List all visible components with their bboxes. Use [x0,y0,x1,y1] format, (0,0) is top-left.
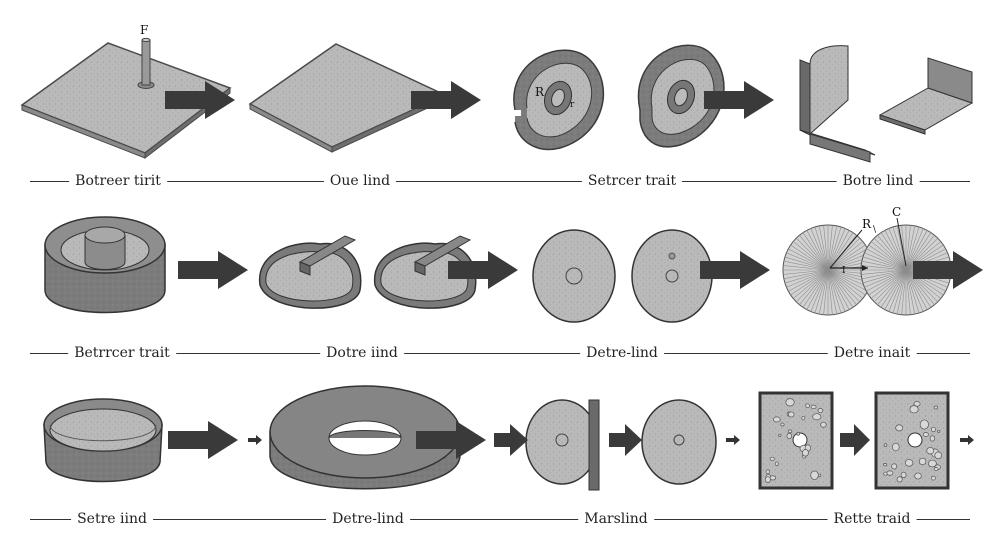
disk-against-plate [525,399,600,491]
caption-r3-2: Detre-lind [326,511,410,527]
disk-2 [631,229,713,323]
angle-plate [878,57,974,135]
oval-tray-2 [374,235,477,309]
right-arrow-icon [411,81,481,119]
porous-block-1 [758,391,834,490]
caption-r3-3: Marslind [578,511,654,527]
right-arrow-icon [448,251,518,289]
small-arrow-icon [960,435,974,445]
right-arrow-icon [840,424,870,456]
right-arrow-icon [168,421,238,459]
disk-1 [532,229,616,323]
caption-r2-2: Dotre iind [320,345,404,361]
caption-r1-4: Botre lind [836,173,920,189]
caption-r1-1: Botreer tirit [69,173,167,189]
thick-washer [269,385,461,490]
caption-r3-4: Rette traid [827,511,917,527]
caption-r2-4: Detre inait [827,345,917,361]
caption-line [30,519,970,520]
center-label: C [892,205,901,219]
right-arrow-icon [700,251,770,289]
plate-with-rod [20,37,232,160]
caption-r1-2: Oue lind [323,173,397,189]
bent-bracket [799,45,876,163]
dim-mark: I [842,266,846,276]
radius-label: R [535,85,545,99]
caption-line [30,353,970,354]
caption-r1-3: Setrcer trait [581,173,683,189]
dimension-leaders [829,217,907,271]
radial-disk-1 [782,224,874,316]
right-arrow-icon [494,424,528,456]
right-arrow-icon [704,81,774,119]
radial-disk-2 [860,224,952,316]
ring-plate [637,44,725,148]
caption-line [30,181,970,182]
radius-sub-label: \ [873,225,877,235]
small-arrow-icon [726,435,740,445]
small-arrow-icon [248,435,262,445]
cylinder-with-boss [44,216,166,314]
right-arrow-icon [178,251,248,289]
plain-plate [248,43,447,153]
porous-block-2 [874,391,950,490]
right-arrow-icon [416,421,486,459]
oval-tray-1 [259,235,362,309]
cut-ring-disk [503,49,605,151]
small-arrow-icon [494,435,508,445]
radius-label: R [862,217,872,231]
right-arrow-icon [609,424,642,456]
caption-r3-1: Setre iind [71,511,153,527]
right-arrow-icon [165,81,235,119]
force-label: F [140,23,148,37]
caption-r2-3: Detre-lind [580,345,664,361]
open-bowl [43,398,163,483]
right-arrow-icon [913,251,983,289]
radius-sub-label: r [570,100,575,110]
disk-small [641,399,717,485]
caption-r2-1: Betrrcer trait [68,345,176,361]
